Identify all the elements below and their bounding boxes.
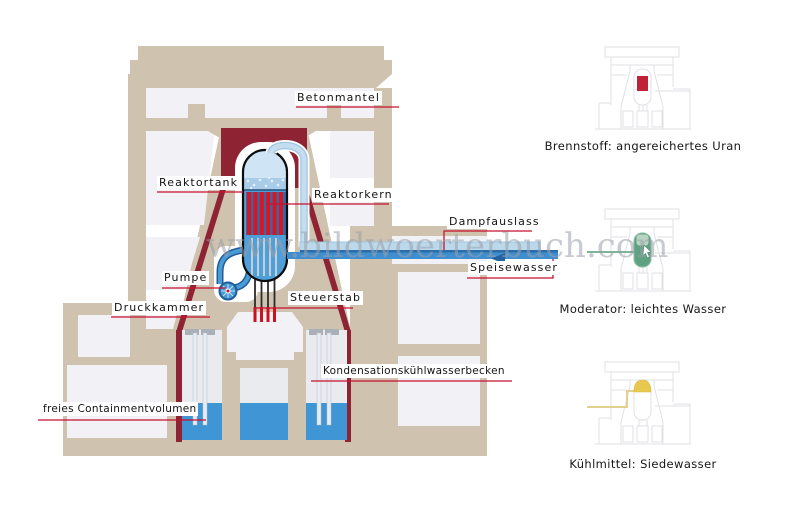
feedwater-pipe bbox=[287, 252, 558, 259]
leader-lines bbox=[38, 106, 554, 421]
reactor-vessel bbox=[241, 148, 289, 283]
label-kondensationskuehlwasserbecken: Kondensationskühlwasserbecken bbox=[321, 364, 507, 378]
mini-building-outline bbox=[595, 46, 691, 130]
suppression-pools bbox=[182, 329, 347, 440]
reactor-core-rods bbox=[247, 192, 283, 235]
vessel-outline bbox=[241, 148, 289, 283]
ceiling-slab bbox=[146, 104, 374, 137]
caption-moderator: Moderator: leichtes Wasser bbox=[559, 302, 727, 316]
label-reaktorkern: Reaktorkern bbox=[312, 188, 395, 202]
thumbnail-coolant[interactable] bbox=[585, 360, 700, 455]
pool-water bbox=[306, 403, 347, 440]
pedestal-room bbox=[227, 312, 303, 360]
control-rod-tips bbox=[253, 307, 276, 322]
steam-bubbles bbox=[246, 176, 285, 190]
mini-building-outline bbox=[595, 208, 691, 292]
thumbnail-fuel[interactable] bbox=[585, 45, 700, 140]
label-dampfauslass: Dampfauslass bbox=[447, 215, 542, 229]
thumbnail-moderator[interactable] bbox=[585, 207, 700, 302]
pool-water bbox=[240, 403, 288, 440]
caption-coolant: Kühlmittel: Siedewasser bbox=[569, 457, 717, 471]
leader-dampfauslass bbox=[443, 230, 532, 250]
steam-feedwater-pipes bbox=[265, 140, 558, 264]
caption-fuel: Brennstoff: angereichertes Uran bbox=[544, 139, 742, 153]
downcomer-pipes bbox=[192, 332, 332, 426]
label-pumpe: Pumpe bbox=[162, 271, 210, 285]
coolant-dome-highlight bbox=[633, 379, 652, 393]
pump-leader-dot bbox=[225, 288, 231, 294]
moderator-vessel-top bbox=[636, 234, 649, 246]
mini-building-outline bbox=[595, 361, 691, 445]
guide-tubes bbox=[251, 238, 277, 276]
label-steuerstab: Steuerstab bbox=[288, 291, 364, 305]
coolant-leader-line bbox=[587, 390, 634, 408]
label-druckkammer: Druckkammer bbox=[112, 301, 207, 315]
hand-cursor-icon bbox=[642, 244, 652, 259]
label-speisewasser: Speisewasser bbox=[468, 261, 560, 275]
fuel-core-highlight bbox=[637, 76, 648, 91]
label-reaktortank: Reaktortank bbox=[157, 176, 241, 190]
label-betonmantel: Betonmantel bbox=[295, 91, 382, 105]
control-rod-drives bbox=[253, 278, 276, 322]
label-freies-containmentvolumen: freies Containmentvolumen bbox=[41, 402, 199, 416]
